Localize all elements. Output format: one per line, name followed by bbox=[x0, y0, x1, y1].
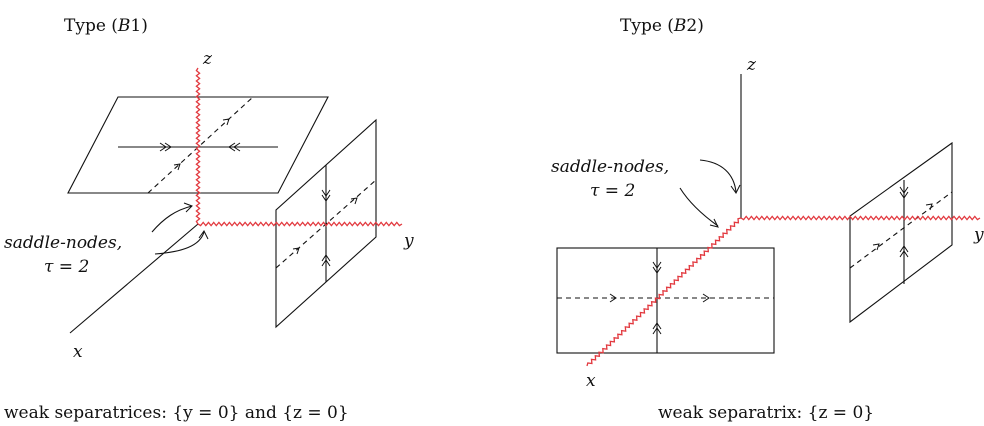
b2-annotation-leader-upper bbox=[699, 159, 737, 193]
b1-x-axis bbox=[69, 223, 199, 334]
b1-double-arrow-right bbox=[228, 142, 241, 152]
b1-z-axis-saddle-nodes bbox=[195, 67, 201, 225]
b2-dashed-arrow-left bbox=[609, 293, 617, 303]
b1-diagonal-arrow-lower bbox=[173, 163, 181, 171]
b2-vertical-double-arrow-top bbox=[899, 186, 909, 199]
b2-z-label: z bbox=[746, 55, 757, 75]
b1-vertical-diagonal-arrow-upper bbox=[350, 197, 358, 205]
b1-horizontal-plane-dashed-diagonal bbox=[147, 96, 254, 194]
b2-x-label: x bbox=[586, 371, 596, 391]
b1-caption: weak separatrices: {y = 0} and {z = 0} bbox=[4, 403, 349, 423]
b2-y-axis-saddle-nodes bbox=[740, 215, 981, 221]
b2-caption: weak separatrix: {z = 0} bbox=[658, 403, 874, 423]
panel-b2: Type (B2) z bbox=[551, 16, 984, 423]
b2-annotation-leader-lower bbox=[679, 187, 719, 227]
b2-vertical-diagonal-arrow-upper bbox=[925, 203, 933, 211]
b1-y-label: y bbox=[403, 231, 414, 251]
b2-annotation-arrowhead-lower bbox=[709, 218, 719, 228]
b2-annotation-arrowhead-upper bbox=[730, 184, 741, 194]
b1-annotation-arrowhead-upper bbox=[183, 202, 193, 213]
b1-vertical-diagonal-arrow-lower bbox=[292, 247, 300, 255]
b2-annotation-line2: τ = 2 bbox=[590, 181, 635, 201]
b1-vertical-plane-dashed-diagonal bbox=[275, 179, 377, 269]
b1-double-arrow-bottom bbox=[321, 254, 331, 267]
b2-dashed-arrow-right bbox=[702, 293, 710, 303]
b2-front-plane bbox=[556, 247, 775, 354]
b1-double-arrow-top bbox=[321, 189, 331, 202]
b1-annotation-line1: saddle-nodes, bbox=[4, 233, 122, 253]
b1-annotation-leader-upper bbox=[151, 205, 193, 233]
b1-diagonal-arrow-upper bbox=[222, 118, 230, 126]
b2-vertical-plane-dashed-diagonal bbox=[849, 191, 953, 269]
b1-annotation-leader-lower bbox=[154, 231, 205, 255]
b1-x-label: x bbox=[73, 342, 83, 362]
b1-y-axis-saddle-nodes bbox=[197, 221, 403, 227]
b1-annotation-line2: τ = 2 bbox=[44, 257, 89, 277]
b1-vertical-plane bbox=[275, 118, 377, 329]
b2-double-arrow-bottom bbox=[652, 322, 662, 335]
panel-b2-title: Type (B2) bbox=[620, 16, 704, 36]
b2-annotation-line1: saddle-nodes, bbox=[551, 157, 669, 177]
panel-b1: Type (B1) bbox=[4, 16, 414, 423]
b1-horizontal-plane bbox=[67, 96, 329, 194]
b2-vertical-diagonal-arrow-lower bbox=[872, 243, 880, 251]
b2-y-label: y bbox=[973, 225, 984, 245]
b2-vertical-double-arrow-bottom bbox=[899, 245, 909, 258]
b2-x-axis-saddle-nodes bbox=[586, 217, 742, 367]
b2-vertical-plane bbox=[849, 141, 953, 324]
b1-z-label: z bbox=[202, 49, 213, 69]
b2-double-arrow-top bbox=[652, 261, 662, 274]
panel-b1-title: Type (B1) bbox=[64, 16, 148, 36]
b1-double-arrow-left bbox=[159, 142, 172, 152]
b1-annotation-arrowhead-lower bbox=[198, 230, 209, 240]
